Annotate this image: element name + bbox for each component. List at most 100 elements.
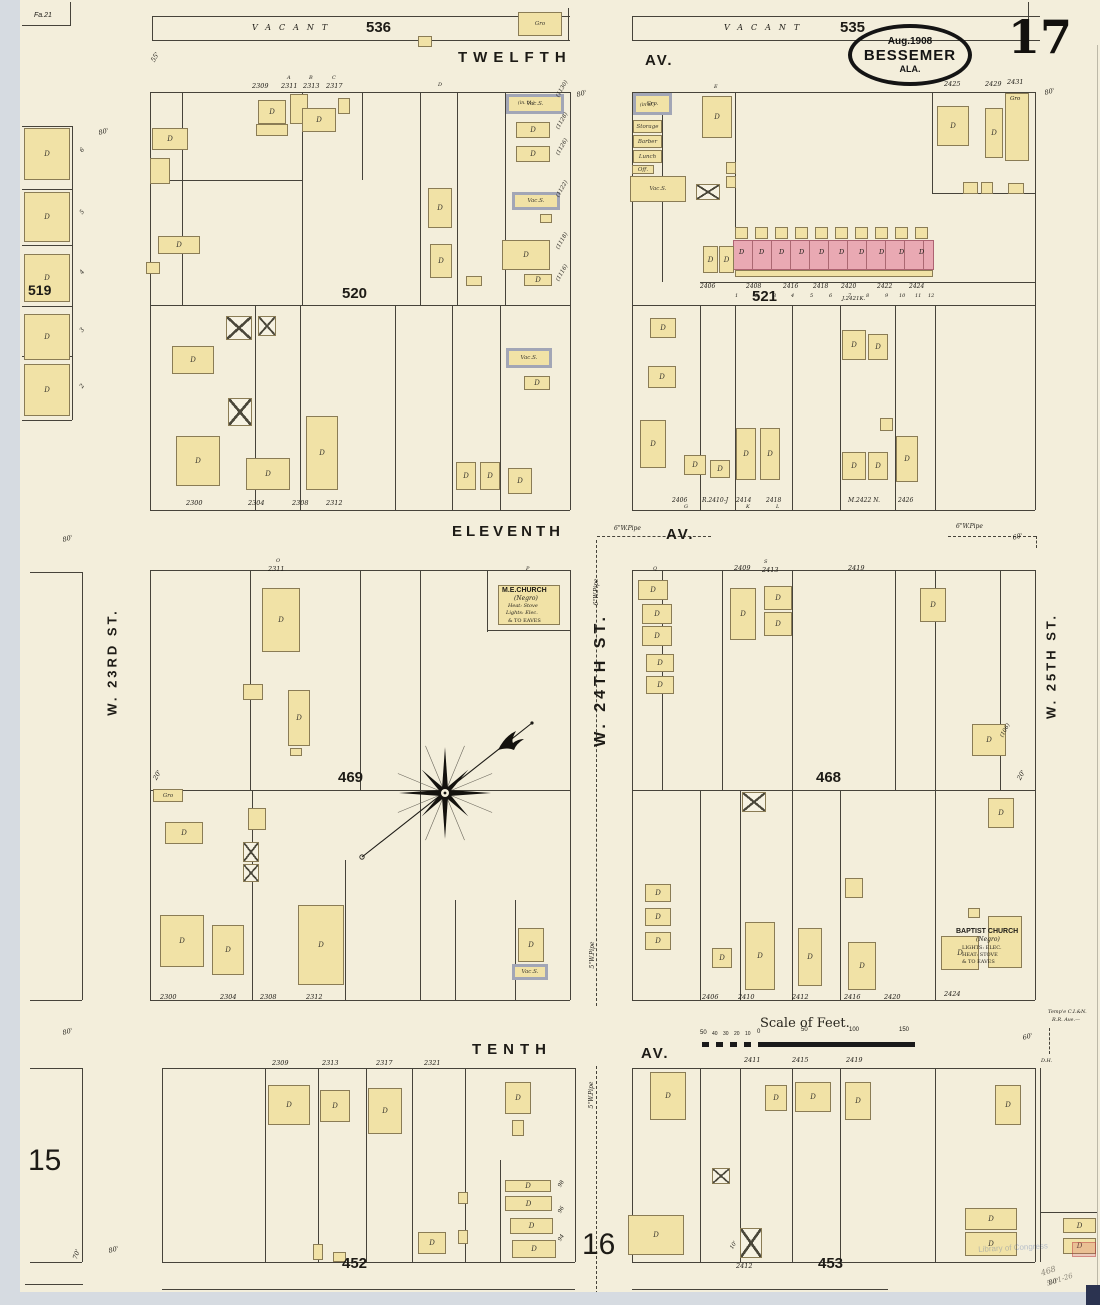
lot-line <box>487 570 488 632</box>
building <box>726 162 736 174</box>
building-label: D <box>654 610 660 618</box>
lot-line <box>150 510 570 511</box>
map-label: 2414 <box>736 497 752 504</box>
map-label: B <box>309 75 313 81</box>
building-label: D <box>269 108 275 116</box>
lot-line <box>345 860 346 1000</box>
dwelling: D <box>764 586 792 610</box>
barber-shop: Barber <box>633 135 662 148</box>
lot-line <box>840 305 841 510</box>
lot-line <box>935 1068 936 1262</box>
lot-line <box>152 16 570 17</box>
building-label: Gro. <box>646 101 659 107</box>
baptist-church <box>988 916 1022 968</box>
map-label: 9 <box>885 293 889 299</box>
lot-line <box>792 1068 793 1262</box>
street-label-twelfth-av: AV. <box>645 52 674 69</box>
dwelling: D <box>172 346 214 374</box>
building <box>845 878 863 898</box>
map-label: 2300 <box>160 993 177 1001</box>
map-label: 80' <box>575 88 588 99</box>
dwelling: D <box>512 1240 556 1258</box>
building-label: D <box>44 274 50 282</box>
lot-line <box>30 1068 82 1069</box>
map-label: D <box>819 248 825 256</box>
building <box>915 227 928 239</box>
map-label: 2410 <box>738 993 755 1001</box>
building-label: D <box>650 586 656 594</box>
building <box>775 227 788 239</box>
map-label: 60' <box>1021 1031 1034 1042</box>
dwelling: D <box>302 108 336 132</box>
lot-line <box>362 92 363 180</box>
building <box>243 684 263 700</box>
building-label: D <box>707 255 714 264</box>
lot-line <box>162 1289 575 1290</box>
building-label: D <box>438 257 444 265</box>
dwelling: D <box>848 942 876 990</box>
building-label: D <box>657 659 663 667</box>
building-label: D <box>654 632 660 640</box>
map-label: 80' <box>61 533 74 544</box>
lot-line <box>515 900 516 1000</box>
lot-line <box>1040 1068 1041 1262</box>
lot-line <box>30 1000 82 1001</box>
water-pipe-label: 5"W.Pipe <box>589 941 596 969</box>
building-label: D <box>998 809 1004 817</box>
dwelling: D <box>165 822 203 844</box>
lot-line <box>1028 2 1029 40</box>
building-label: D <box>719 954 725 962</box>
map-label: 2424 <box>909 283 925 290</box>
map-label: 2429 <box>985 80 1002 88</box>
building <box>458 1192 468 1204</box>
building-label: D <box>775 594 781 602</box>
map-label: D <box>779 248 785 256</box>
street-label-w23rd: W. 23RD ST. <box>104 608 120 716</box>
storage: Storage <box>633 120 662 133</box>
building-label: D <box>530 126 536 134</box>
dwelling: D <box>480 462 500 490</box>
map-label: 11 <box>915 293 922 299</box>
map-label: 2308 <box>292 499 309 507</box>
dwelling: D <box>524 274 552 286</box>
map-label: 98 <box>557 1179 566 1189</box>
map-label: & TO EAVES <box>962 959 995 965</box>
map-label: G <box>684 504 688 510</box>
map-label: 96 <box>557 1205 566 1215</box>
red-stamp <box>1072 1242 1096 1257</box>
building-label: D <box>296 714 302 722</box>
lot-line <box>150 92 151 510</box>
building: Off. <box>632 165 654 174</box>
dwelling: D <box>920 588 946 622</box>
map-label: D <box>859 248 865 256</box>
map-label: 2312 <box>306 993 323 1001</box>
dwelling: D <box>702 96 732 138</box>
lot-line <box>840 1068 841 1262</box>
map-label: 20' <box>1015 768 1028 782</box>
lot-line <box>895 305 896 510</box>
lot-line <box>150 1000 570 1001</box>
building-label: D <box>382 1107 388 1115</box>
map-label: 2422 <box>877 283 893 290</box>
scale-of-feet: Scale of Feet. <box>698 1016 920 1052</box>
building-label: D <box>851 341 857 349</box>
map-label: 2415 <box>792 1056 809 1064</box>
building-label: D <box>904 455 910 463</box>
map-label: L <box>776 504 780 510</box>
dwelling: D <box>288 690 310 746</box>
building-label: D <box>717 465 723 473</box>
map-label: 80' <box>107 1244 120 1255</box>
dwelling: D <box>518 928 544 962</box>
map-label: D <box>739 248 745 256</box>
dwelling: D <box>158 236 200 254</box>
lot-line <box>22 189 72 190</box>
lot-line <box>265 1068 266 1262</box>
lot-line <box>360 570 361 790</box>
map-label: M.2422 N. <box>848 497 881 504</box>
building <box>855 227 868 239</box>
building-label: D <box>986 736 992 744</box>
dwelling: D <box>745 922 775 990</box>
dwelling: D <box>1063 1238 1096 1254</box>
building-label: D <box>319 449 325 457</box>
map-label: Q <box>653 566 658 572</box>
